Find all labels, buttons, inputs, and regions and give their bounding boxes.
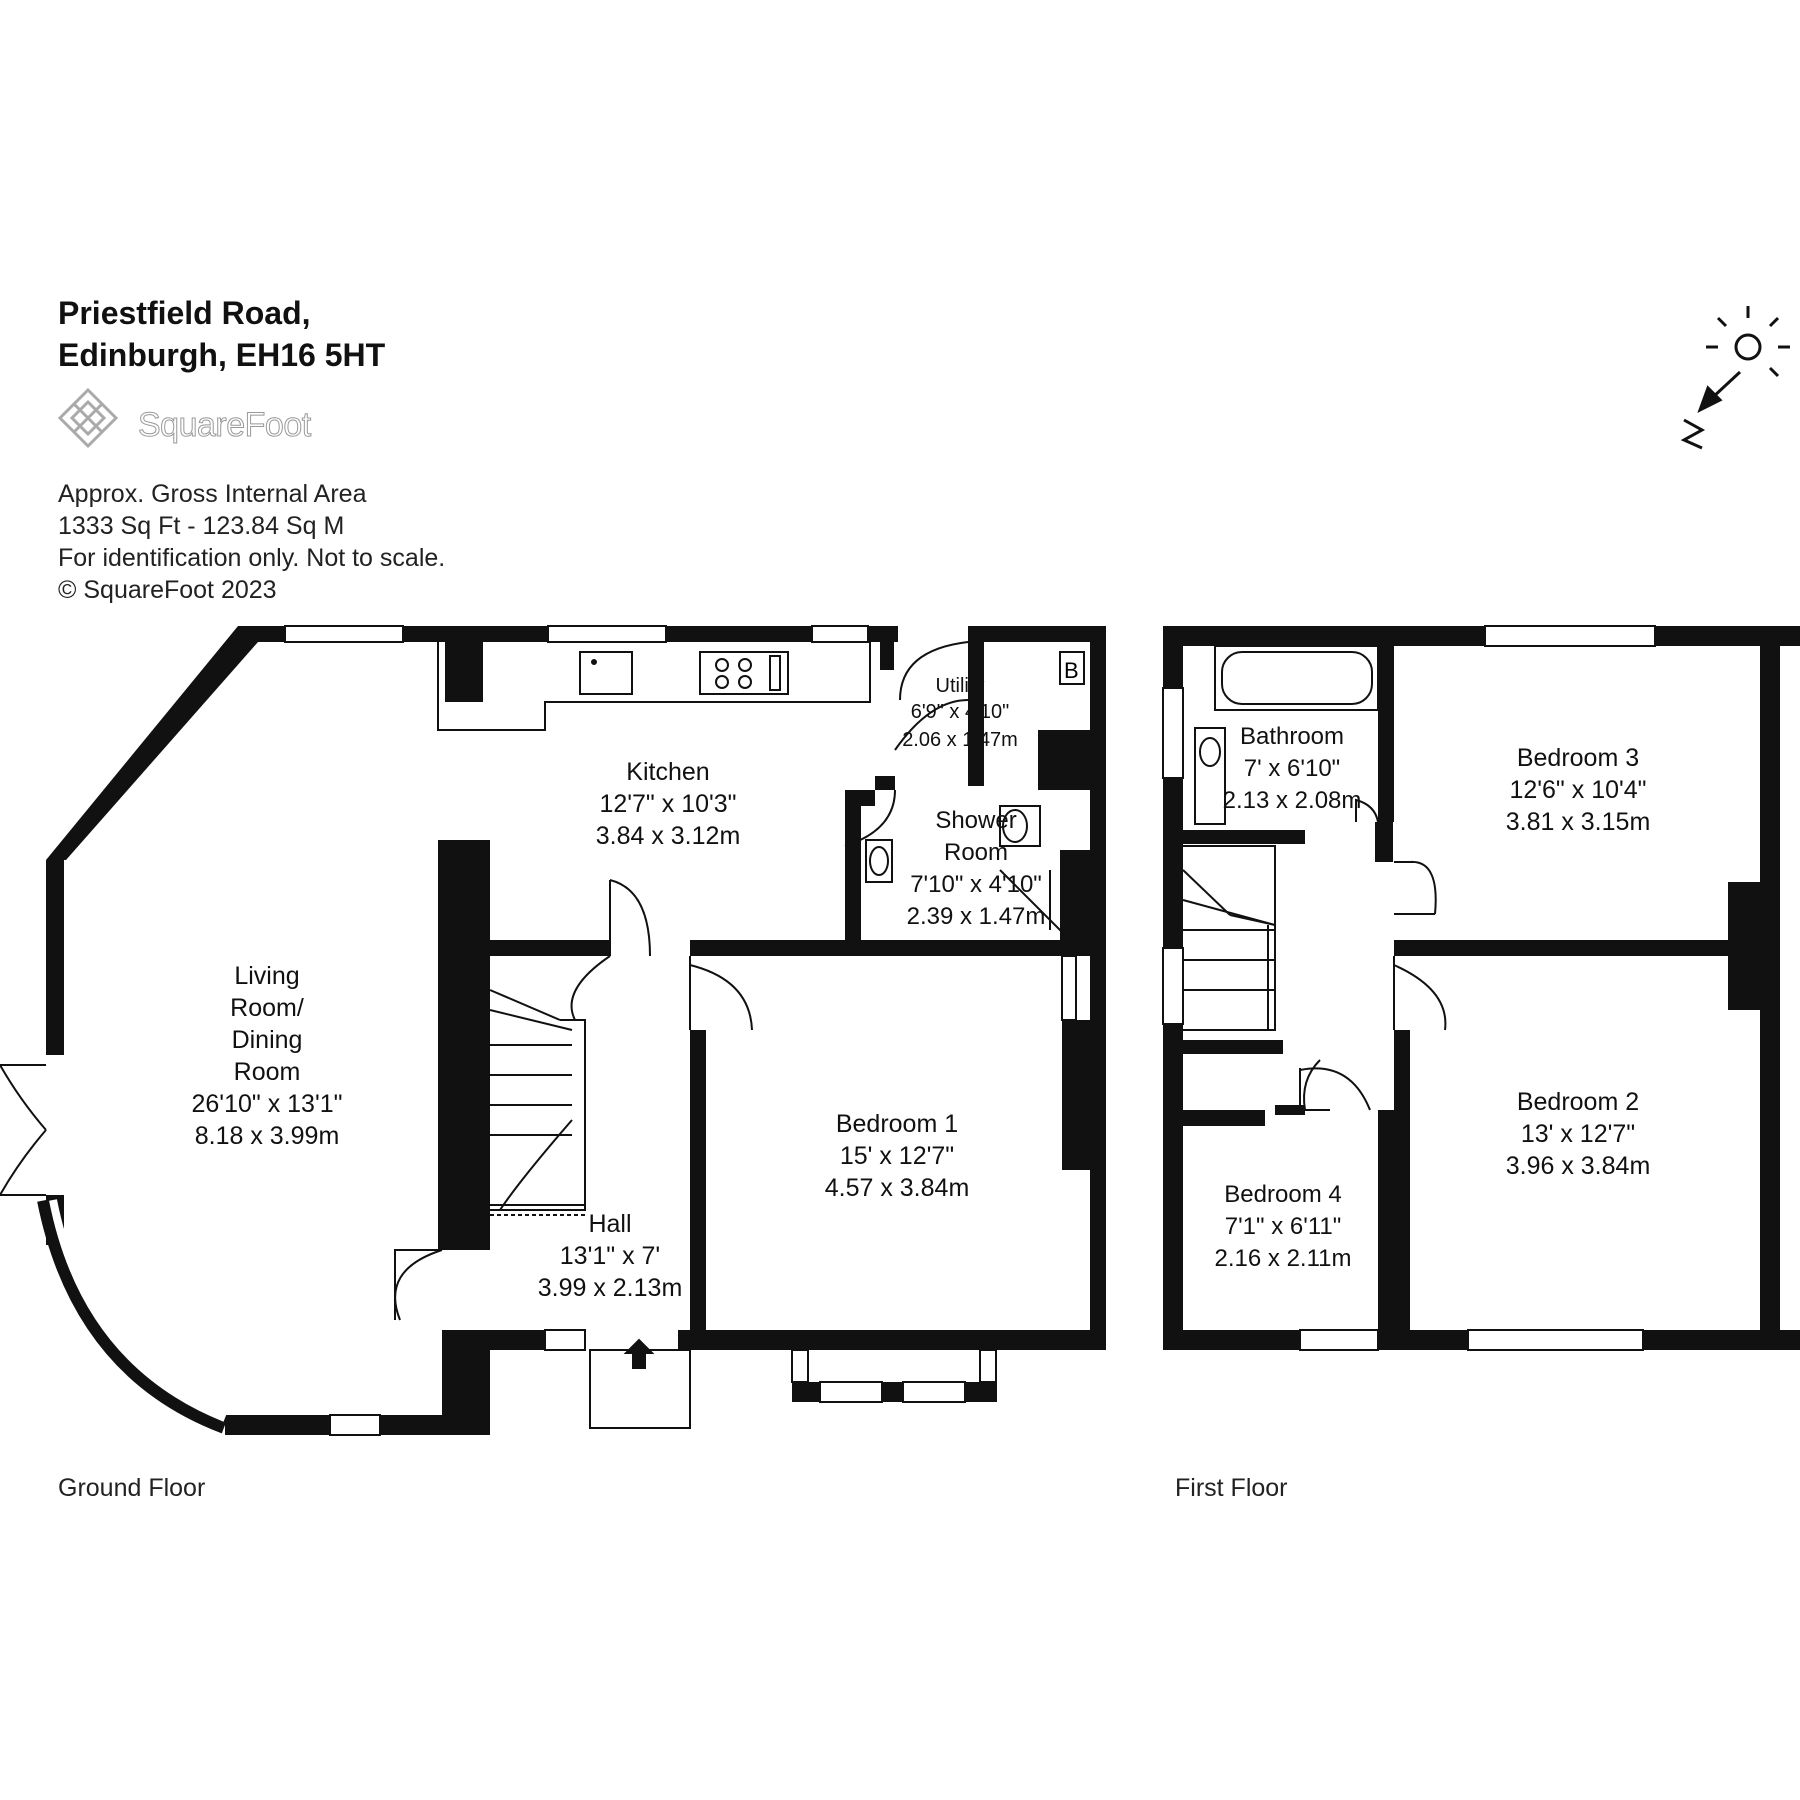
svg-text:3.99 x 2.13m: 3.99 x 2.13m bbox=[538, 1274, 683, 1302]
svg-text:2.06 x 1.47m: 2.06 x 1.47m bbox=[902, 729, 1018, 751]
toilet-icon bbox=[999, 805, 1041, 847]
svg-text:15' x 12'7": 15' x 12'7" bbox=[840, 1142, 954, 1170]
bath-icon bbox=[1214, 645, 1379, 711]
room-hall: Hall 13'1" x 7' 3.99 x 2.13m bbox=[538, 1210, 683, 1302]
basin-icon bbox=[1194, 727, 1226, 825]
svg-text:Utility: Utility bbox=[936, 675, 985, 697]
first-stairs bbox=[1182, 845, 1276, 1031]
brand-name: SquareFoot bbox=[138, 406, 312, 445]
compass-icon bbox=[1680, 306, 1790, 450]
svg-text:7'1" x 6'11": 7'1" x 6'11" bbox=[1225, 1213, 1342, 1240]
area-value: 1333 Sq Ft - 123.84 Sq M bbox=[58, 512, 345, 540]
svg-text:4.57 x 3.84m: 4.57 x 3.84m bbox=[825, 1174, 970, 1202]
address-line-1: Priestfield Road, bbox=[58, 295, 311, 331]
svg-text:2.13 x 2.08m: 2.13 x 2.08m bbox=[1223, 787, 1362, 814]
room-bedroom-3: Bedroom 3 12'6" x 10'4" 3.81 x 3.15m bbox=[1506, 744, 1651, 836]
room-living: Living Room/ Dining Room 26'10" x 13'1" … bbox=[191, 962, 342, 1150]
squarefoot-logo bbox=[58, 388, 119, 449]
svg-text:Room: Room bbox=[234, 1058, 301, 1086]
address-line-2: Edinburgh, EH16 5HT bbox=[58, 337, 386, 373]
room-bedroom-1: Bedroom 1 15' x 12'7" 4.57 x 3.84m bbox=[825, 1110, 970, 1202]
svg-text:Bathroom: Bathroom bbox=[1240, 723, 1344, 750]
boiler-label: B bbox=[1064, 658, 1079, 683]
sink-icon bbox=[579, 651, 633, 695]
kitchen-units bbox=[437, 642, 871, 731]
svg-text:Bedroom 4: Bedroom 4 bbox=[1224, 1181, 1341, 1208]
ground-doors bbox=[0, 641, 969, 1321]
svg-text:8.18 x 3.99m: 8.18 x 3.99m bbox=[195, 1122, 340, 1150]
first-floor-label: First Floor bbox=[1175, 1474, 1288, 1502]
room-kitchen: Kitchen 12'7" x 10'3" 3.84 x 3.12m bbox=[596, 758, 741, 850]
room-bathroom: Bathroom 7' x 6'10" 2.13 x 2.08m bbox=[1223, 723, 1362, 814]
living-bay-window bbox=[37, 1198, 229, 1434]
room-utility: Utility 6'9" x 4'10" 2.06 x 1.47m bbox=[902, 675, 1018, 751]
svg-text:Living: Living bbox=[234, 962, 299, 990]
property-address: Priestfield Road, Edinburgh, EH16 5HT bbox=[58, 292, 385, 376]
svg-text:3.84 x 3.12m: 3.84 x 3.12m bbox=[596, 822, 741, 850]
svg-text:26'10" x 13'1": 26'10" x 13'1" bbox=[191, 1090, 342, 1118]
room-bedroom-2: Bedroom 2 13' x 12'7" 3.96 x 3.84m bbox=[1506, 1088, 1651, 1180]
ground-stairs bbox=[489, 989, 586, 1216]
svg-text:Bedroom 2: Bedroom 2 bbox=[1517, 1088, 1639, 1116]
svg-text:6'9" x 4'10": 6'9" x 4'10" bbox=[911, 701, 1010, 723]
disclaimer: For identification only. Not to scale. bbox=[58, 544, 446, 572]
hob-icon bbox=[699, 651, 789, 695]
area-info: Approx. Gross Internal Area 1333 Sq Ft -… bbox=[58, 478, 445, 606]
shower-fixtures bbox=[865, 805, 1075, 941]
svg-text:7'10" x 4'10": 7'10" x 4'10" bbox=[910, 871, 1042, 898]
svg-text:Kitchen: Kitchen bbox=[626, 758, 709, 786]
svg-text:13' x 12'7": 13' x 12'7" bbox=[1521, 1120, 1635, 1148]
svg-text:Shower: Shower bbox=[935, 807, 1016, 834]
logo-mark-icon bbox=[58, 388, 119, 449]
svg-text:Bedroom 3: Bedroom 3 bbox=[1517, 744, 1639, 772]
svg-text:7' x 6'10": 7' x 6'10" bbox=[1244, 755, 1340, 782]
room-shower: Shower Room 7'10" x 4'10" 2.39 x 1.47m bbox=[907, 807, 1046, 930]
svg-text:Hall: Hall bbox=[588, 1210, 631, 1238]
bathroom-fixtures bbox=[1194, 645, 1379, 825]
svg-text:12'6" x 10'4": 12'6" x 10'4" bbox=[1509, 776, 1646, 804]
svg-text:2.39 x 1.47m: 2.39 x 1.47m bbox=[907, 903, 1046, 930]
ground-floor-windows bbox=[284, 625, 1077, 1436]
boiler-icon: B bbox=[1059, 651, 1085, 685]
copyright: © SquareFoot 2023 bbox=[58, 576, 277, 604]
porch bbox=[589, 1338, 691, 1429]
svg-text:3.81 x 3.15m: 3.81 x 3.15m bbox=[1506, 808, 1651, 836]
svg-text:13'1" x 7': 13'1" x 7' bbox=[560, 1242, 660, 1270]
first-floor-windows bbox=[1162, 625, 1656, 1351]
entrance-arrow-icon bbox=[623, 1338, 655, 1369]
ground-floor-label: Ground Floor bbox=[58, 1474, 206, 1502]
svg-text:Bedroom 1: Bedroom 1 bbox=[836, 1110, 958, 1138]
svg-text:2.16 x 2.11m: 2.16 x 2.11m bbox=[1215, 1245, 1352, 1272]
svg-text:3.96 x 3.84m: 3.96 x 3.84m bbox=[1506, 1152, 1651, 1180]
svg-text:Room: Room bbox=[944, 839, 1008, 866]
svg-text:Dining: Dining bbox=[232, 1026, 303, 1054]
first-doors bbox=[1280, 798, 1447, 1111]
svg-text:12'7" x 10'3": 12'7" x 10'3" bbox=[599, 790, 736, 818]
room-bedroom-4: Bedroom 4 7'1" x 6'11" 2.16 x 2.11m bbox=[1215, 1181, 1352, 1272]
area-label: Approx. Gross Internal Area bbox=[58, 480, 367, 508]
svg-text:Room/: Room/ bbox=[230, 994, 304, 1022]
